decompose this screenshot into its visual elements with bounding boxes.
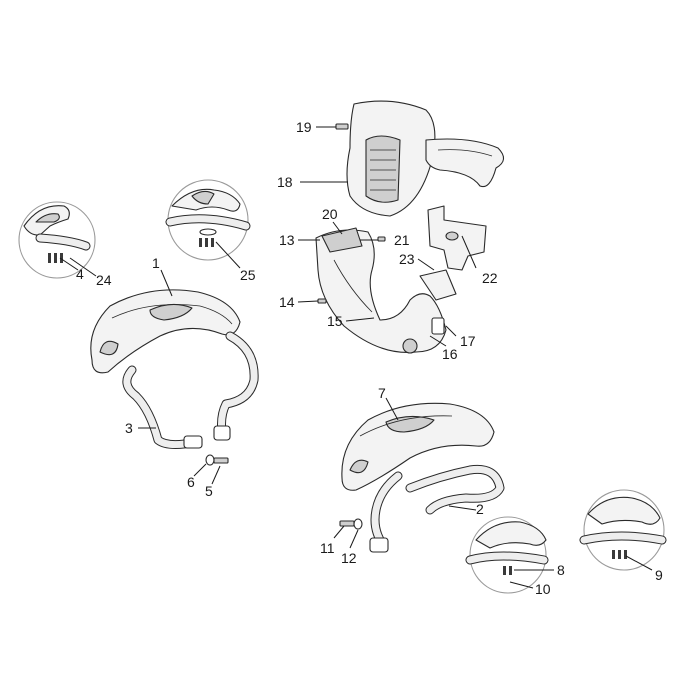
- callout-4: 4: [76, 266, 84, 282]
- callout-5: 5: [205, 483, 213, 499]
- callout-2: 2: [476, 501, 484, 517]
- callout-16: 16: [442, 346, 458, 362]
- grab-handle-part-3: [122, 331, 259, 450]
- callout-18: 18: [277, 174, 293, 190]
- callout-7: 7: [378, 385, 386, 401]
- callout-9: 9: [655, 567, 663, 583]
- callout-6: 6: [187, 474, 195, 490]
- washer-part-6: [205, 454, 215, 466]
- callout-10: 10: [535, 581, 551, 597]
- callout-11: 11: [320, 540, 335, 556]
- headlight-cover-part-18: [346, 100, 505, 217]
- callout-labels: 1 2 3 4 5 6 7 8 9 10 11 12 13 14 15 16 1…: [76, 119, 663, 597]
- detail-circle-9: [579, 489, 667, 571]
- callout-21: 21: [394, 232, 410, 248]
- callout-17: 17: [460, 333, 476, 349]
- callout-14: 14: [279, 294, 295, 310]
- screw-part-19: [335, 123, 349, 130]
- screw-part-11: [339, 520, 355, 527]
- screw-group-8: [503, 566, 512, 575]
- callout-23: 23: [399, 251, 415, 267]
- screw-group-25: [199, 228, 217, 247]
- washer-part-12: [353, 518, 363, 530]
- detail-circle-25: [165, 179, 251, 261]
- callout-8: 8: [557, 562, 565, 578]
- detail-circle-24: [18, 201, 96, 279]
- rear-cover-part-1: [90, 289, 241, 374]
- callout-25: 25: [240, 267, 256, 283]
- rear-cover-part-7: [341, 402, 495, 491]
- clip-part-21: [377, 236, 386, 242]
- screw-group-9: [612, 550, 627, 559]
- callout-12: 12: [341, 550, 357, 566]
- callout-1: 1: [152, 255, 160, 271]
- screw-part-5: [213, 457, 229, 464]
- inner-shield-part-15: [315, 227, 447, 354]
- callout-22: 22: [482, 270, 498, 286]
- callout-15: 15: [327, 313, 343, 329]
- bracket-part-23: [419, 269, 457, 301]
- bracket-part-22: [427, 205, 487, 271]
- callout-24: 24: [96, 272, 112, 288]
- callout-20: 20: [322, 206, 338, 222]
- grab-handle-part-2: [369, 464, 505, 553]
- screw-group-24: [48, 253, 63, 263]
- detail-circle-8-10: [465, 516, 549, 594]
- clip-part-14: [317, 298, 327, 304]
- callout-13: 13: [279, 232, 295, 248]
- callout-19: 19: [296, 119, 312, 135]
- callout-3: 3: [125, 420, 133, 436]
- leader-lines: [59, 126, 653, 589]
